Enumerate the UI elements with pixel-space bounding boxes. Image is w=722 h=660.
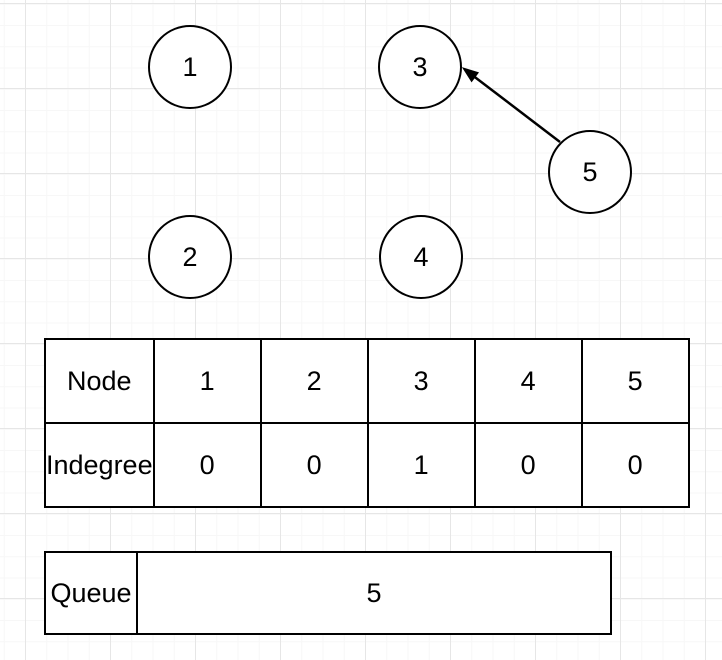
indegree-row: Indegree 0 0 1 0 0 xyxy=(44,422,690,508)
node-cell-3[interactable]: 3 xyxy=(366,338,476,424)
edge-node5-to-node3[interactable] xyxy=(461,67,561,143)
graph-node-2-label: 2 xyxy=(182,241,198,272)
graph-node-1[interactable]: 1 xyxy=(148,25,232,109)
graph-node-2[interactable]: 2 xyxy=(148,215,232,299)
arrowhead-icon xyxy=(461,67,480,83)
indegree-cell-5[interactable]: 0 xyxy=(580,422,690,508)
queue-row: Queue 5 xyxy=(44,551,612,635)
queue-table[interactable]: Queue 5 xyxy=(44,551,612,635)
indegree-cell-4[interactable]: 0 xyxy=(473,422,583,508)
graph-node-4-label: 4 xyxy=(413,241,429,272)
graph-node-5[interactable]: 5 xyxy=(548,130,632,214)
graph-node-5-label: 5 xyxy=(582,156,598,187)
graph-node-4[interactable]: 4 xyxy=(379,215,463,299)
node-cell-1[interactable]: 1 xyxy=(152,338,262,424)
node-row: Node 1 2 3 4 5 xyxy=(44,338,690,424)
node-cell-2[interactable]: 2 xyxy=(259,338,369,424)
node-row-header[interactable]: Node xyxy=(44,338,155,424)
queue-contents-cell[interactable]: 5 xyxy=(136,551,612,635)
indegree-cell-3[interactable]: 1 xyxy=(366,422,476,508)
graph-node-1-label: 1 xyxy=(182,51,198,82)
node-cell-5[interactable]: 5 xyxy=(580,338,690,424)
edge-line[interactable] xyxy=(474,76,561,143)
indegree-cell-1[interactable]: 0 xyxy=(152,422,262,508)
indegree-table[interactable]: Node 1 2 3 4 5 Indegree 0 0 1 0 0 xyxy=(44,338,690,508)
node-cell-4[interactable]: 4 xyxy=(473,338,583,424)
graph-node-3[interactable]: 3 xyxy=(378,25,462,109)
indegree-row-header[interactable]: Indegree xyxy=(44,422,155,508)
indegree-cell-2[interactable]: 0 xyxy=(259,422,369,508)
graph-node-3-label: 3 xyxy=(412,51,428,82)
queue-row-header[interactable]: Queue xyxy=(44,551,138,635)
